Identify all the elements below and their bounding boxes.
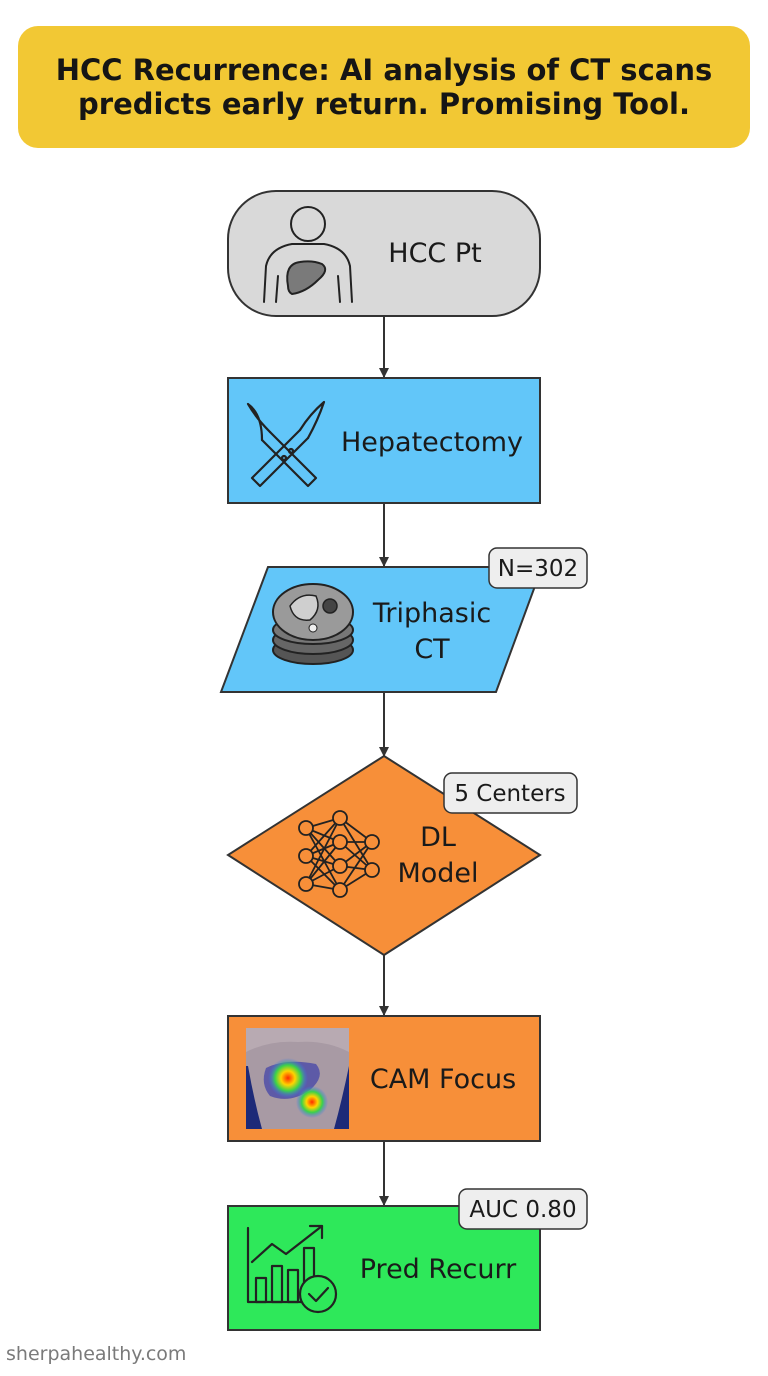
ct-slices-icon: [272, 583, 354, 665]
watermark: sherpahealthy.com: [6, 1343, 187, 1365]
title-banner: HCC Recurrence: AI analysis of CT scans …: [18, 26, 750, 148]
node-patient-label: HCC Pt: [388, 238, 481, 269]
neural-network-icon: [298, 810, 380, 898]
node-hepatectomy-label: Hepatectomy: [341, 427, 523, 458]
badge-auc: AUC 0.80: [458, 1188, 588, 1230]
badge-auc-text: AUC 0.80: [469, 1197, 576, 1223]
node-dl-model-label-line2: Model: [397, 858, 478, 889]
node-pred-label: Pred Recurr: [360, 1254, 517, 1285]
node-cam-label: CAM Focus: [370, 1064, 516, 1095]
node-ct-label-line1: Triphasic: [372, 598, 491, 629]
scalpel-icon: [246, 400, 326, 488]
badge-sample-size: N=302: [488, 547, 588, 589]
title-text: HCC Recurrence: AI analysis of CT scans …: [55, 52, 713, 121]
badge-sample-size-text: N=302: [498, 556, 578, 582]
node-dl-model-label-line1: DL: [420, 822, 456, 853]
badge-centers-text: 5 Centers: [454, 781, 565, 807]
growth-chart-icon: [246, 1224, 338, 1314]
node-cam: CAM Focus: [227, 1015, 541, 1142]
patient-liver-icon: [263, 206, 353, 303]
node-ct: Triphasic CT: [219, 566, 544, 693]
heatmap-image: [246, 1028, 349, 1129]
node-patient: HCC Pt: [227, 190, 541, 317]
badge-centers: 5 Centers: [443, 772, 578, 814]
node-patient-shape: [227, 190, 541, 317]
node-ct-label-line2: CT: [414, 634, 450, 665]
node-hepatectomy: Hepatectomy: [227, 377, 541, 504]
